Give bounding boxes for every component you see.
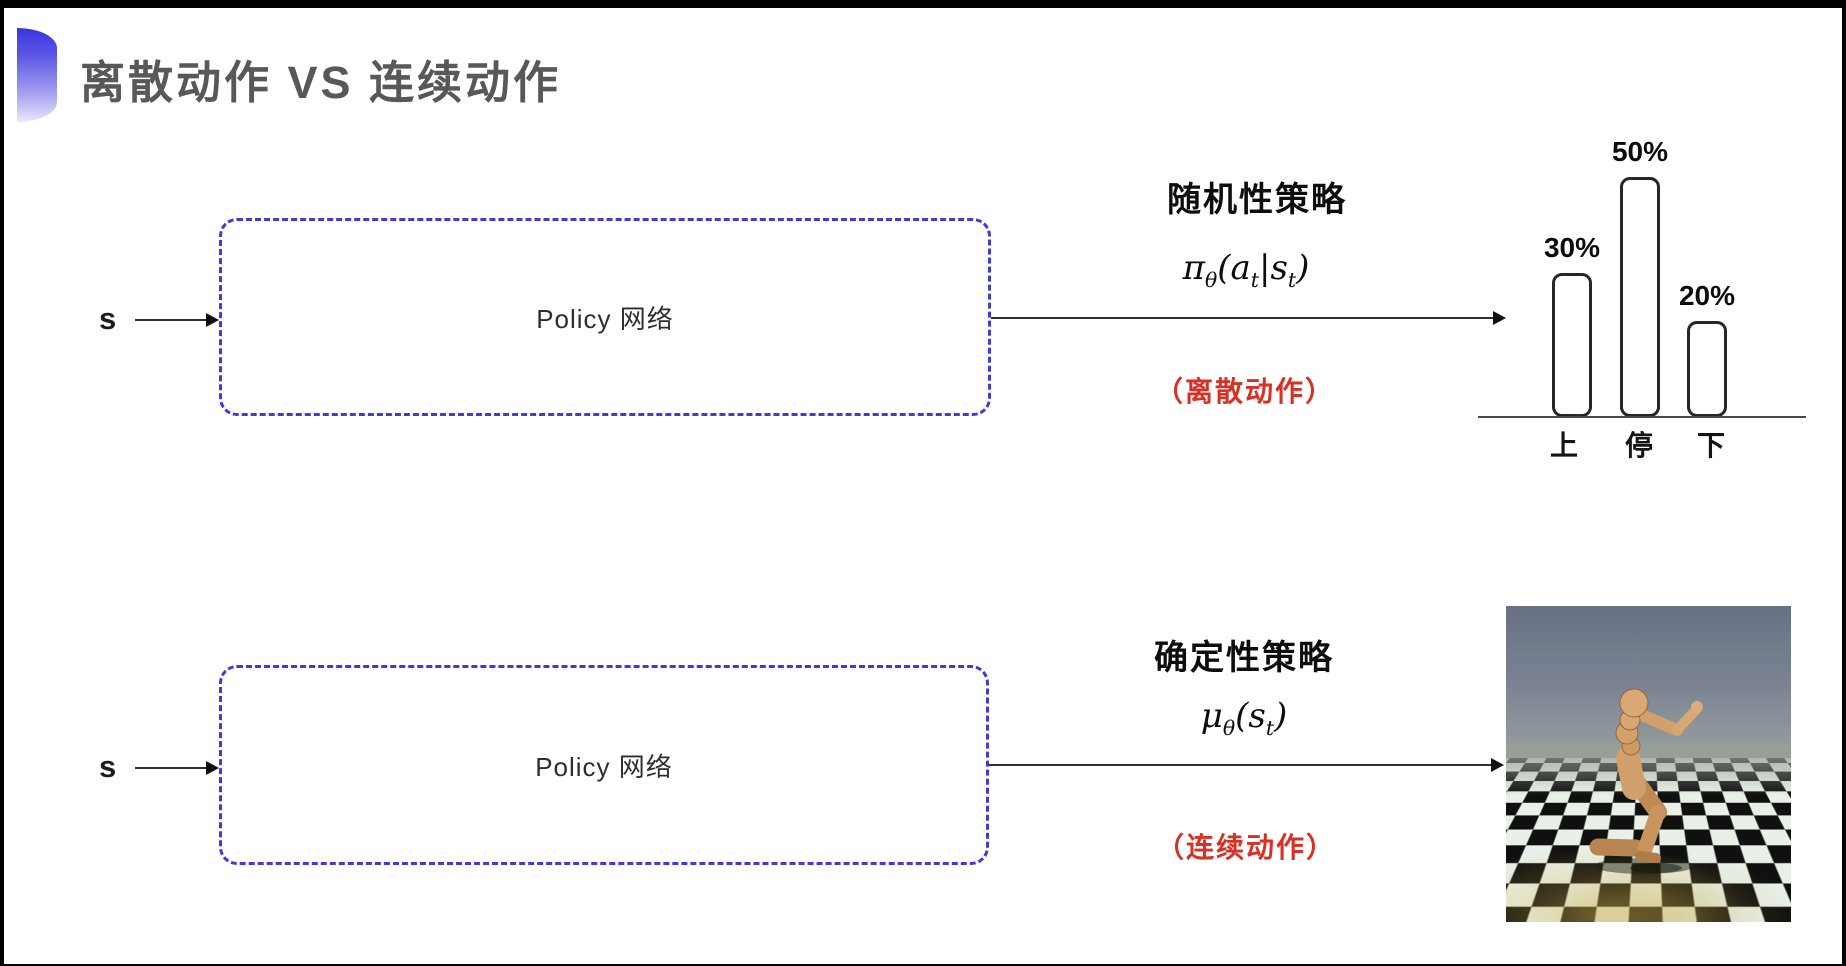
- deterministic-policy-title: 确定性策略: [1154, 639, 1334, 677]
- policy-network-box-label-top: Policy 网络: [536, 303, 674, 334]
- simulation-sky: [1506, 606, 1791, 758]
- formula-base: π: [1182, 248, 1205, 288]
- formula-base: (s: [1235, 696, 1266, 736]
- arrow-state-to-policy-top: [135, 313, 219, 327]
- chart-x-axis: [1478, 416, 1806, 418]
- bar-up: [1552, 273, 1592, 417]
- stochastic-policy-formula: πθ(at|st): [1086, 248, 1406, 292]
- formula-base: ): [1296, 248, 1310, 288]
- formula-base: ): [1274, 696, 1288, 736]
- humanoid-simulation-image: [1506, 606, 1791, 922]
- formula-base: μ: [1200, 696, 1223, 736]
- category-label-down: 下: [1696, 430, 1725, 461]
- bar-value-label: 50%: [1611, 136, 1669, 167]
- policy-network-box-bottom: Policy 网络: [219, 665, 989, 865]
- category-label-up: 上: [1549, 430, 1578, 461]
- discrete-action-label: （离散动作）: [1154, 376, 1335, 407]
- formula-sub: t: [1265, 715, 1275, 740]
- bar-stay: [1620, 177, 1660, 417]
- chart-column-down: 20%: [1679, 108, 1735, 417]
- formula-base: |s: [1259, 248, 1288, 288]
- formula-sub: θ: [1222, 715, 1236, 740]
- category-label-stay: 停: [1624, 430, 1653, 461]
- formula-base: (a: [1217, 248, 1251, 288]
- page-title: 离散动作 VS 连续动作: [80, 57, 562, 108]
- continuous-action-label: （连续动作）: [1155, 832, 1336, 863]
- policy-network-box-label-bottom: Policy 网络: [535, 751, 673, 782]
- bar-value-label: 20%: [1678, 280, 1736, 311]
- chart-column-up: 30%: [1544, 108, 1600, 417]
- policy-network-box-top: Policy 网络: [219, 218, 991, 416]
- state-input-label-bottom: s: [99, 749, 117, 784]
- bar-down: [1687, 321, 1727, 417]
- formula-sub: θ: [1204, 267, 1218, 292]
- bar-value-label: 30%: [1543, 232, 1601, 263]
- deterministic-policy-formula: μθ(st): [1084, 696, 1404, 740]
- formula-sub: t: [1287, 267, 1297, 292]
- title-accent-shape: [17, 28, 57, 122]
- arrow-policy-to-simulation: [989, 758, 1504, 772]
- chart-column-stay: 50%: [1612, 108, 1668, 417]
- arrow-policy-to-chart: [991, 311, 1506, 325]
- formula-sub: t: [1250, 267, 1259, 292]
- arrow-state-to-policy-bottom: [135, 761, 219, 775]
- humanoid-robot-figure: [1589, 688, 1703, 874]
- stochastic-policy-title: 随机性策略: [1167, 181, 1347, 219]
- state-input-label-top: s: [99, 301, 117, 336]
